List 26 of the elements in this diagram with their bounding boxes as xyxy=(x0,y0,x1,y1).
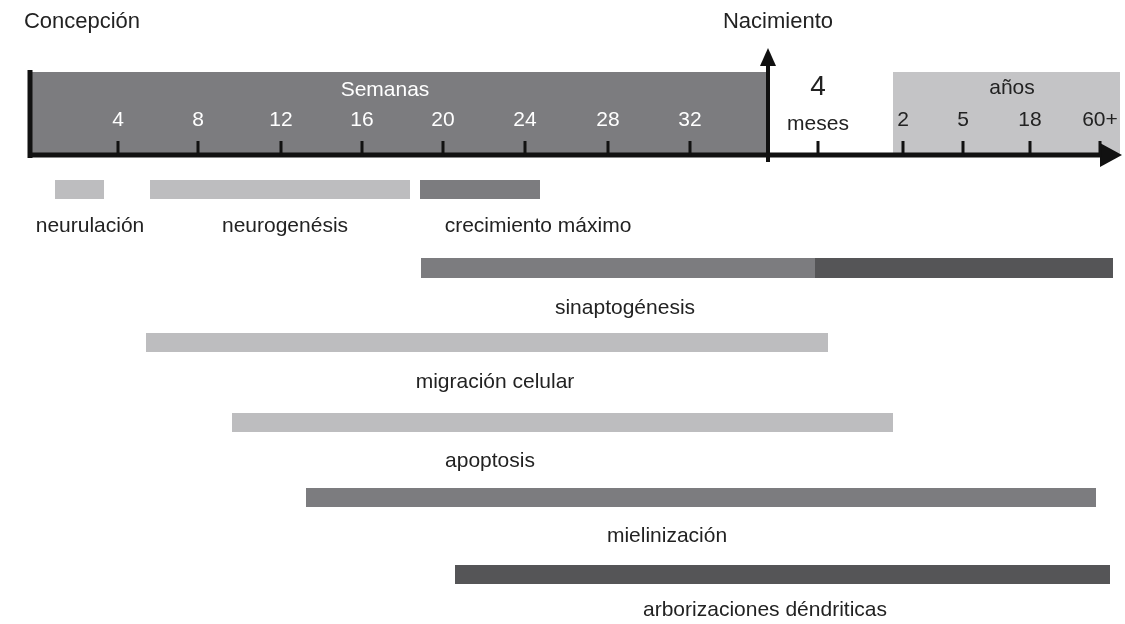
axis-label: Concepción xyxy=(23,10,141,32)
period-label: neurulación xyxy=(35,214,145,235)
band-label: años xyxy=(989,76,1035,97)
tick-label: meses xyxy=(787,112,849,133)
period-label: crecimiento máximo xyxy=(444,214,632,235)
period-label: sinaptogénesis xyxy=(554,296,696,317)
band-label: Semanas xyxy=(340,78,430,99)
tick-label: 28 xyxy=(596,108,620,129)
tick-label: 4 xyxy=(112,108,124,129)
tick-label: 18 xyxy=(1018,108,1042,129)
tick-label: 8 xyxy=(192,108,204,129)
tick-label: 60+ xyxy=(1082,108,1118,129)
tick-label: 24 xyxy=(513,108,537,129)
period-label: mielinización xyxy=(606,524,728,545)
period-label: arborizaciones déndriticas xyxy=(643,598,887,619)
tick-label: 2 xyxy=(897,108,909,129)
tick-label: 16 xyxy=(350,108,374,129)
tick-label: 12 xyxy=(269,108,293,129)
tick-label: 5 xyxy=(957,108,969,129)
tick-label: 32 xyxy=(678,108,702,129)
period-label: neurogenésis xyxy=(221,214,349,235)
axis-label: Nacimiento xyxy=(723,10,833,32)
tick-label: 20 xyxy=(431,108,455,129)
period-label: migración celular xyxy=(415,370,575,391)
period-label: apoptosis xyxy=(445,449,535,470)
tick-label: 4 xyxy=(810,72,826,100)
